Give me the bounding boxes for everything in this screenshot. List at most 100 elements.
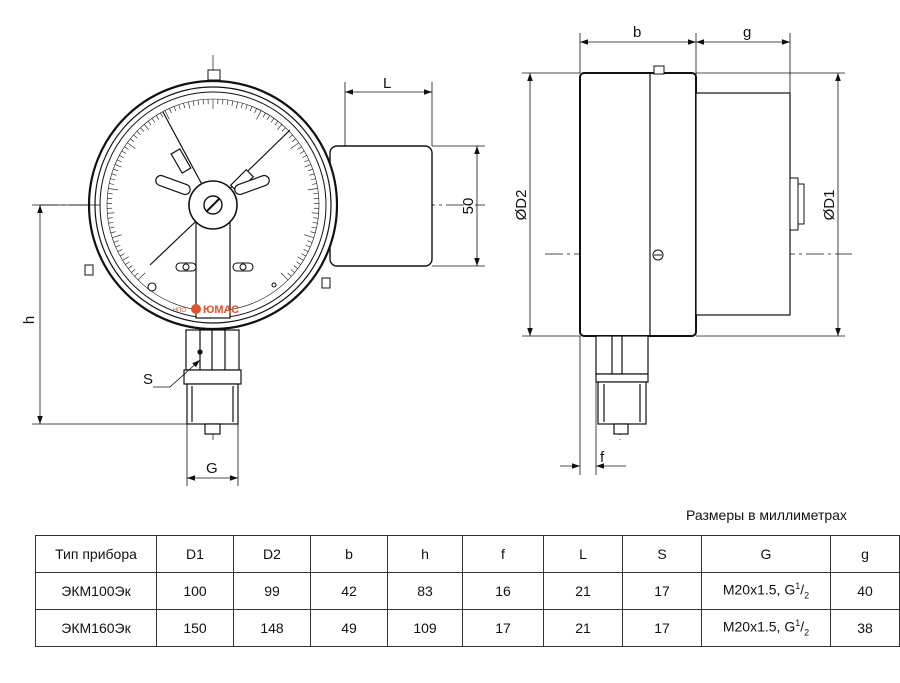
cell-L: 21: [543, 609, 623, 647]
front-view: НПО ЮМАС: [21, 55, 485, 486]
scale-tick: [277, 124, 283, 130]
side-socket: [595, 335, 649, 435]
scale-tick: [245, 104, 248, 110]
cell-g: 38: [830, 609, 900, 647]
col-f-header: f: [462, 535, 544, 573]
scale-tick: [249, 106, 253, 112]
label-L: L: [383, 75, 391, 92]
scale-tick: [134, 272, 139, 277]
dim-50: [432, 145, 485, 267]
col-type-header: Тип прибора: [35, 535, 157, 573]
cell-L: 21: [543, 572, 623, 610]
label-b: b: [633, 24, 641, 41]
scale-tick: [311, 183, 317, 185]
scale-tick: [240, 103, 243, 109]
right-tab: [321, 277, 331, 289]
dial-brand-name: ЮМАС: [203, 304, 239, 316]
side-back-box: [695, 92, 791, 316]
scale-tick: [302, 155, 307, 159]
col-S-header: S: [622, 535, 702, 573]
label-f: f: [600, 449, 605, 466]
cell-b: 49: [310, 609, 388, 647]
mechanism-plate: [195, 213, 231, 319]
scale-tick: [197, 100, 200, 106]
dim-g: [696, 33, 791, 178]
scale-tick: [117, 249, 123, 252]
scale-tick: [108, 188, 119, 191]
col-D1-header: D1: [156, 535, 234, 573]
cell-G-main: M20x1.5, G: [722, 581, 796, 598]
scale-tick: [187, 101, 191, 109]
scale-tick: [160, 112, 164, 118]
scale-tick: [270, 118, 275, 123]
scale-tick: [143, 124, 149, 130]
scale-tick: [122, 256, 129, 261]
dimensions-table: Тип прибора D1 D2 b h f L S G g ЭКМ100Эк…: [35, 535, 900, 647]
scale-tick: [107, 212, 115, 214]
scale-tick: [192, 100, 195, 106]
scale-tick: [304, 159, 310, 163]
scale-tick: [116, 159, 122, 163]
scale-tick: [288, 134, 293, 139]
cell-G-num: 1: [795, 618, 801, 629]
units-note: Размеры в миллиметрах: [686, 507, 847, 523]
scale-tick: [313, 193, 319, 195]
label-g: g: [743, 24, 751, 41]
scale-tick: [137, 272, 146, 281]
scale-tick: [310, 231, 316, 234]
scale-tick: [124, 146, 129, 150]
scale-tick: [254, 108, 257, 114]
scale-tick: [297, 256, 304, 261]
scale-tick: [305, 244, 311, 248]
dim-D1: [696, 72, 845, 337]
scale-tick: [256, 110, 262, 120]
cell-g: 40: [830, 572, 900, 610]
scale-tick: [130, 138, 135, 143]
scale-tick: [304, 164, 312, 168]
cell-G-den: 2: [804, 590, 810, 601]
scale-tick: [303, 249, 309, 252]
scale-tick: [155, 115, 160, 120]
scale-tick: [110, 231, 116, 234]
dim-f: [560, 336, 626, 475]
label-D2: ØD2: [513, 190, 530, 221]
scale-tick: [235, 101, 239, 109]
scale-tick: [301, 253, 307, 257]
top-tab: [207, 69, 221, 81]
label-G: G: [206, 460, 218, 477]
leader-S: [153, 359, 201, 388]
scale-tick: [121, 150, 127, 154]
scale-tick: [287, 272, 292, 277]
scale-tick: [112, 234, 122, 239]
dial-screws: [147, 262, 277, 292]
cell-G-den: 2: [804, 627, 810, 638]
scale-tick: [136, 131, 141, 135]
scale-tick: [114, 164, 122, 168]
scale-tick: [119, 155, 124, 159]
cell-G-frac: /: [800, 618, 805, 635]
scale-tick: [113, 168, 119, 172]
scale-tick: [290, 142, 299, 149]
scale-tick: [297, 146, 302, 150]
col-G-header: G: [701, 535, 831, 573]
col-D2-header: D2: [233, 535, 311, 573]
cell-G: M20x1.5, G1/2: [701, 572, 831, 610]
scale-tick: [125, 261, 130, 265]
scale-tick: [296, 261, 301, 265]
cell-S: 17: [622, 609, 702, 647]
scale-tick: [147, 121, 152, 126]
table-row: ЭКМ100Эк 100 99 42 83 16 21 17 M20x1.5, …: [35, 572, 900, 610]
scale-tick: [299, 150, 305, 154]
cell-D2: 148: [233, 609, 311, 647]
scale-tick: [140, 127, 145, 132]
scale-tick: [309, 173, 315, 176]
cell-D1: 100: [156, 572, 234, 610]
left-tab: [84, 264, 94, 276]
scale-tick: [169, 108, 172, 114]
scale-tick: [262, 112, 266, 118]
col-g-header: g: [830, 535, 900, 573]
scale-tick: [115, 244, 121, 248]
scale-tick: [307, 240, 313, 243]
scale-tick: [119, 253, 125, 257]
scale-tick: [274, 121, 279, 126]
